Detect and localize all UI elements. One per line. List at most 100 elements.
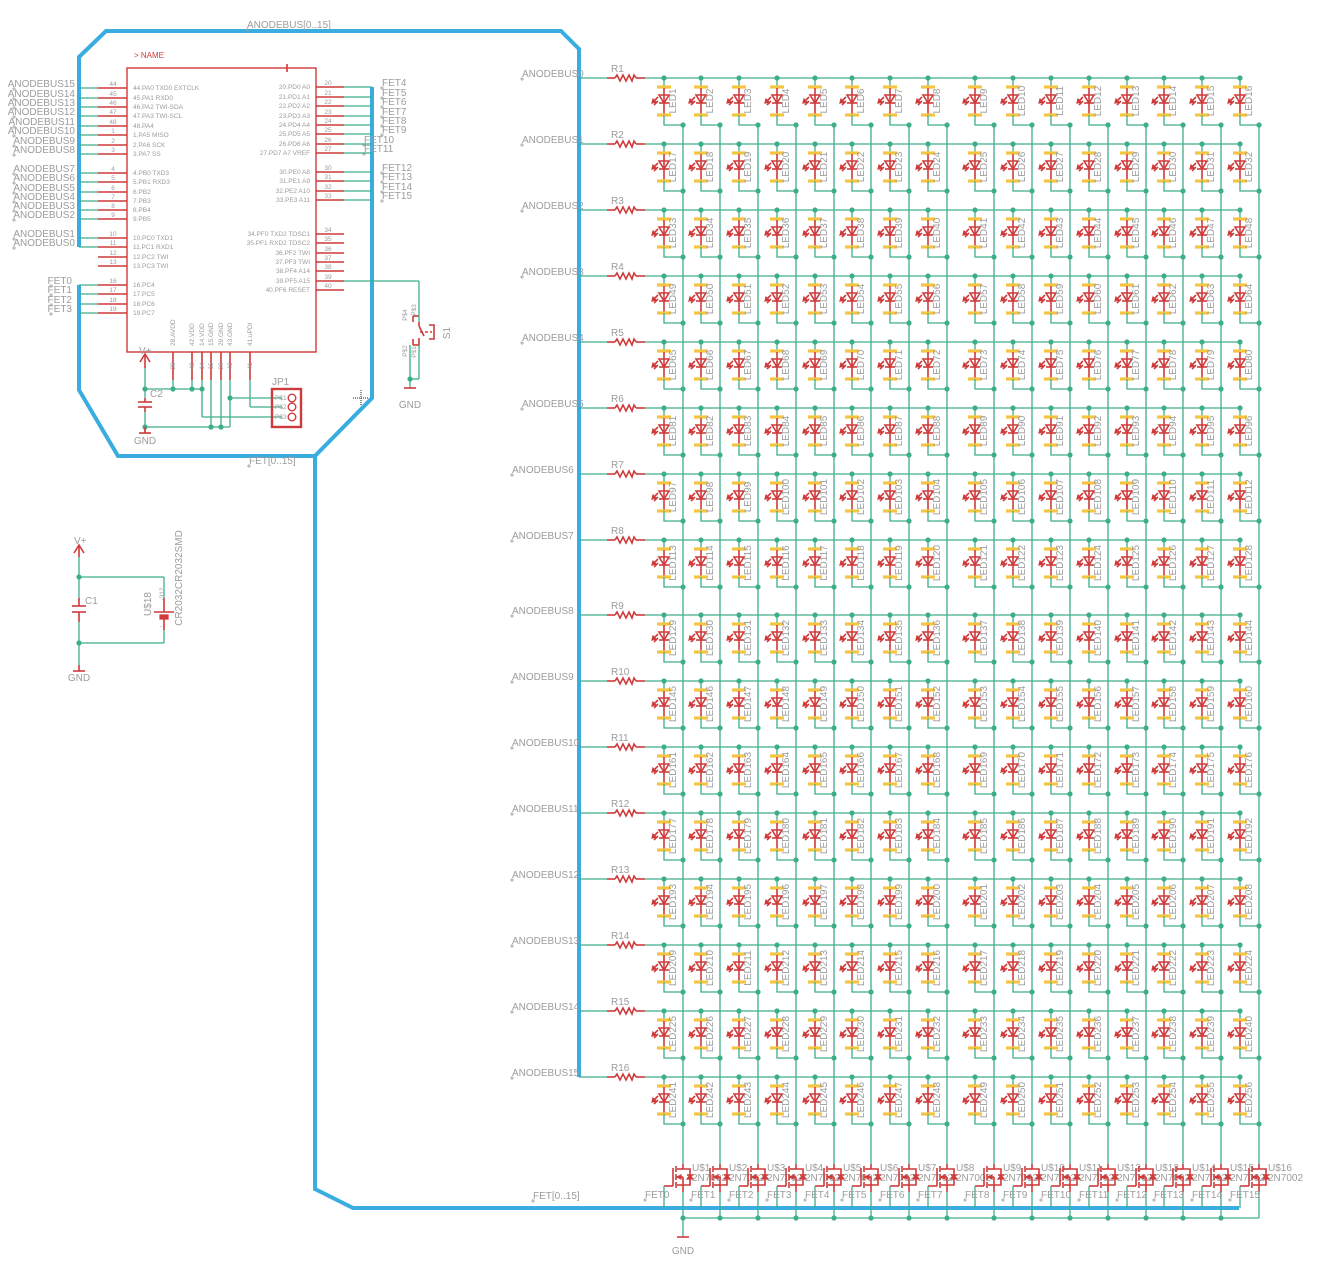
led[interactable]: LED254: [1151, 1074, 1186, 1127]
led[interactable]: LED61: [1114, 273, 1149, 326]
led[interactable]: LED143: [1189, 612, 1224, 665]
resistor[interactable]: R7: [607, 460, 645, 480]
led[interactable]: LED219: [1038, 942, 1073, 995]
led[interactable]: LED220: [1076, 942, 1111, 995]
led[interactable]: LED48: [1227, 207, 1262, 260]
led[interactable]: LED104: [915, 471, 950, 524]
led[interactable]: LED144: [1227, 612, 1262, 665]
gnd-symbol[interactable]: GND: [68, 665, 90, 684]
led[interactable]: LED234: [1000, 1008, 1035, 1061]
led[interactable]: LED141: [1114, 612, 1149, 665]
led[interactable]: LED99: [726, 471, 761, 524]
led[interactable]: LED66: [688, 339, 723, 392]
led[interactable]: LED250: [1000, 1074, 1035, 1127]
led[interactable]: LED36: [764, 207, 799, 260]
led[interactable]: LED68: [764, 339, 799, 392]
led[interactable]: LED8: [915, 75, 950, 128]
resistor[interactable]: R6: [607, 394, 645, 414]
resistor[interactable]: R9: [607, 601, 645, 621]
gnd-symbol[interactable]: GND: [134, 427, 156, 447]
led[interactable]: LED6: [839, 75, 874, 128]
led[interactable]: LED177: [651, 810, 686, 863]
led[interactable]: LED32: [1227, 141, 1262, 194]
led[interactable]: LED115: [726, 537, 761, 590]
led[interactable]: LED77: [1114, 339, 1149, 392]
led[interactable]: LED57: [962, 273, 997, 326]
led[interactable]: LED255: [1189, 1074, 1224, 1127]
gnd-symbol[interactable]: GND: [399, 387, 421, 411]
led[interactable]: LED222: [1151, 942, 1186, 995]
led[interactable]: LED129: [651, 612, 686, 665]
led[interactable]: LED79: [1189, 339, 1224, 392]
led[interactable]: LED230: [839, 1008, 874, 1061]
vplus-supply-symbol[interactable]: V+: [139, 346, 152, 368]
capacitor-c1[interactable]: C1: [72, 596, 98, 622]
led[interactable]: LED114: [688, 537, 723, 590]
led[interactable]: LED210: [688, 942, 723, 995]
led[interactable]: LED10: [1000, 75, 1035, 128]
led[interactable]: LED200: [915, 876, 950, 929]
led[interactable]: LED63: [1189, 273, 1224, 326]
led[interactable]: LED171: [1038, 744, 1073, 797]
led[interactable]: LED183: [877, 810, 912, 863]
led[interactable]: LED1: [651, 75, 686, 128]
led[interactable]: LED110: [1151, 471, 1186, 524]
led[interactable]: LED121: [962, 537, 997, 590]
led[interactable]: LED162: [688, 744, 723, 797]
led[interactable]: LED122: [1000, 537, 1035, 590]
led[interactable]: LED93: [1114, 405, 1149, 458]
led[interactable]: LED126: [1151, 537, 1186, 590]
led[interactable]: LED127: [1189, 537, 1224, 590]
led[interactable]: LED148: [764, 678, 799, 731]
led[interactable]: LED18: [688, 141, 723, 194]
led[interactable]: LED228: [764, 1008, 799, 1061]
resistor[interactable]: R13: [607, 865, 645, 885]
led[interactable]: LED120: [915, 537, 950, 590]
led[interactable]: LED245: [802, 1074, 837, 1127]
led[interactable]: LED73: [962, 339, 997, 392]
led[interactable]: LED90: [1000, 405, 1035, 458]
led[interactable]: LED243: [726, 1074, 761, 1127]
led[interactable]: LED76: [1076, 339, 1111, 392]
led[interactable]: LED17: [651, 141, 686, 194]
resistor[interactable]: R10: [607, 667, 645, 687]
led[interactable]: LED71: [877, 339, 912, 392]
led[interactable]: LED83: [726, 405, 761, 458]
led[interactable]: LED251: [1038, 1074, 1073, 1127]
led[interactable]: LED54: [839, 273, 874, 326]
led[interactable]: LED194: [688, 876, 723, 929]
led[interactable]: LED242: [688, 1074, 723, 1127]
led[interactable]: LED179: [726, 810, 761, 863]
led[interactable]: LED52: [764, 273, 799, 326]
led[interactable]: LED112: [1227, 471, 1262, 524]
led[interactable]: LED42: [1000, 207, 1035, 260]
led[interactable]: LED174: [1151, 744, 1186, 797]
led[interactable]: LED160: [1227, 678, 1262, 731]
led[interactable]: LED69: [802, 339, 837, 392]
led[interactable]: LED87: [877, 405, 912, 458]
